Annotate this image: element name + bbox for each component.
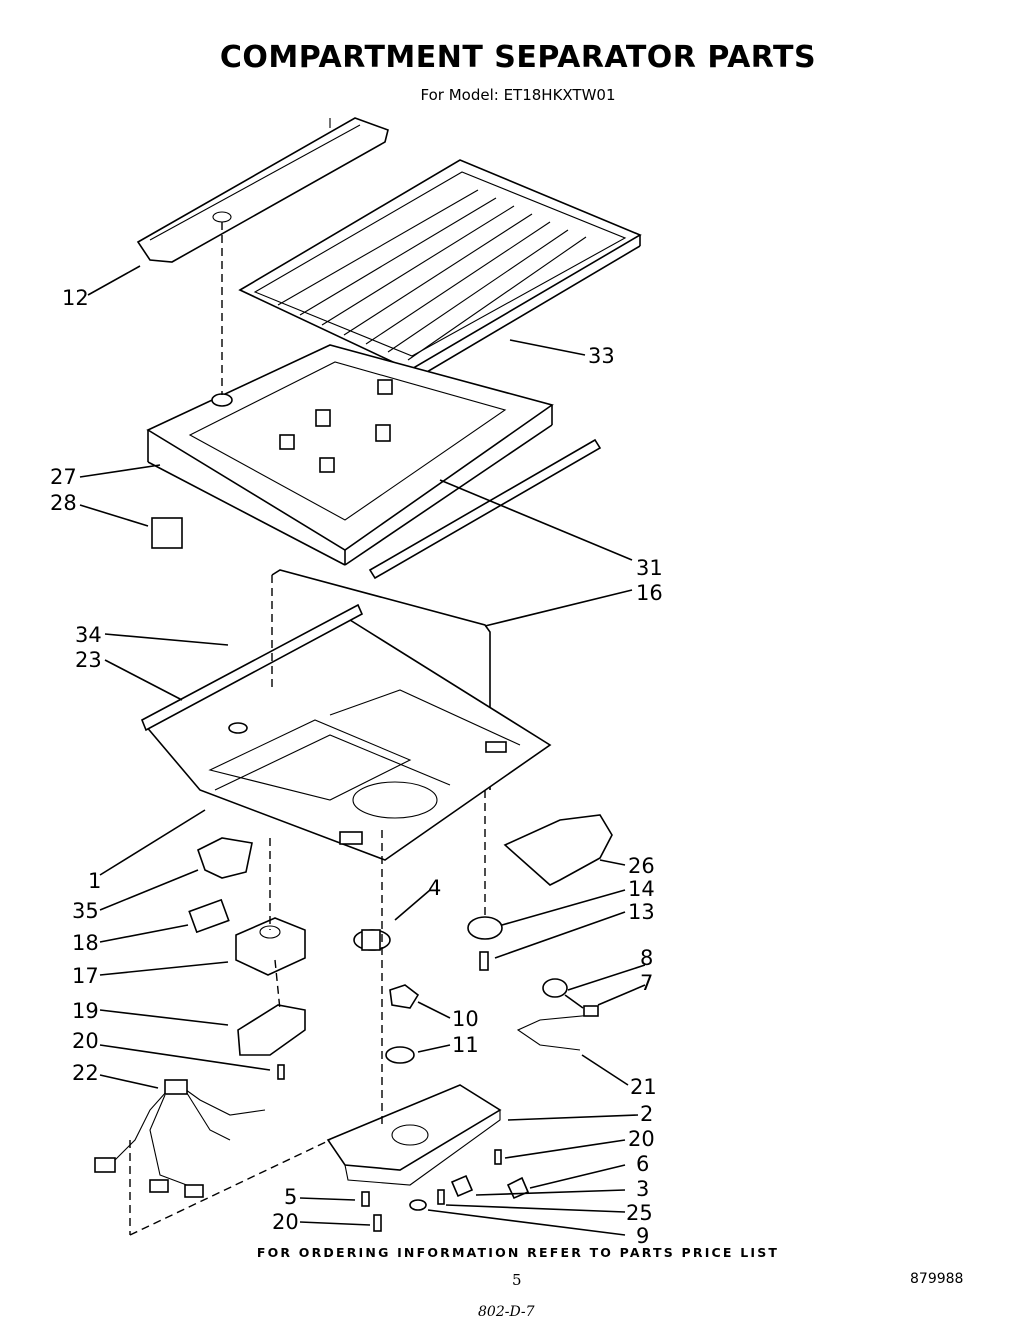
callout-16: 16 bbox=[636, 581, 663, 605]
callout-3: 3 bbox=[636, 1177, 649, 1201]
page-title: COMPARTMENT SEPARATOR PARTS bbox=[219, 40, 817, 75]
part-16-rod bbox=[271, 569, 491, 790]
callout-31: 31 bbox=[636, 556, 663, 580]
callout-5: 5 bbox=[284, 1185, 297, 1209]
callout-leaders bbox=[79, 265, 646, 1236]
part-20-screw-right bbox=[494, 1149, 502, 1165]
part-10-clip bbox=[389, 984, 420, 1009]
callout-35: 35 bbox=[72, 899, 99, 923]
callout-26: 26 bbox=[628, 854, 655, 878]
part-8-bulb bbox=[542, 978, 584, 1009]
callout-6: 6 bbox=[636, 1152, 649, 1176]
part-19-control bbox=[237, 1004, 306, 1056]
part-25-screw bbox=[437, 1189, 445, 1205]
callout-20b: 20 bbox=[628, 1127, 655, 1151]
part-27-frame bbox=[146, 344, 554, 566]
callout-13: 13 bbox=[628, 900, 655, 924]
callout-2: 2 bbox=[640, 1102, 653, 1126]
callout-17: 17 bbox=[72, 964, 99, 988]
part-4-knob bbox=[353, 929, 391, 951]
callout-28: 28 bbox=[50, 491, 77, 515]
part-7-socket bbox=[583, 1005, 599, 1017]
callout-7: 7 bbox=[640, 971, 653, 995]
part-12-bracket bbox=[136, 117, 389, 263]
part-2-lower-housing bbox=[326, 1084, 502, 1186]
callout-22: 22 bbox=[72, 1061, 99, 1085]
part-22-wiring-harness bbox=[94, 1079, 266, 1198]
part-20-screw-bottom bbox=[373, 1214, 382, 1232]
callout-33: 33 bbox=[588, 344, 615, 368]
part-20-screw-left bbox=[277, 1064, 285, 1080]
part-5-screw bbox=[361, 1191, 370, 1207]
part-1-separator bbox=[140, 603, 552, 861]
callout-20a: 20 bbox=[72, 1029, 99, 1053]
callout-11: 11 bbox=[452, 1033, 479, 1057]
part-3-switch bbox=[450, 1174, 474, 1198]
part-17-housing bbox=[235, 917, 306, 976]
callout-9: 9 bbox=[636, 1224, 649, 1248]
part-35-fitting bbox=[197, 837, 253, 879]
part-11-washer bbox=[385, 1046, 415, 1064]
handwritten-note: 802-D-7 bbox=[478, 1304, 535, 1320]
part-33-grille bbox=[238, 159, 642, 383]
callout-25: 25 bbox=[626, 1201, 653, 1225]
ordering-info-footer: FOR ORDERING INFORMATION REFER TO PARTS … bbox=[256, 1245, 780, 1260]
callout-34: 34 bbox=[75, 623, 102, 647]
callout-12: 12 bbox=[62, 286, 89, 310]
part-14-fitting bbox=[467, 916, 503, 940]
part-13-screw bbox=[479, 951, 489, 971]
callout-4: 4 bbox=[428, 876, 441, 900]
part-6-switch bbox=[506, 1176, 530, 1200]
part-26-duct bbox=[503, 814, 613, 886]
document-number: 879988 bbox=[910, 1271, 964, 1287]
callout-20c: 20 bbox=[272, 1210, 299, 1234]
callout-10: 10 bbox=[452, 1007, 479, 1031]
callout-labels: 12 33 27 28 31 16 34 23 1 26 35 4 14 13 … bbox=[50, 286, 663, 1248]
callout-27: 27 bbox=[50, 465, 77, 489]
model-subtitle: For Model: ET18HKXTW01 bbox=[420, 86, 616, 104]
callout-19: 19 bbox=[72, 999, 99, 1023]
callout-23: 23 bbox=[75, 648, 102, 672]
callout-8: 8 bbox=[640, 946, 653, 970]
part-28-block bbox=[151, 517, 183, 549]
callout-21: 21 bbox=[630, 1075, 657, 1099]
callout-1: 1 bbox=[88, 869, 101, 893]
part-31-strip bbox=[368, 438, 602, 580]
callout-14: 14 bbox=[628, 877, 655, 901]
page-number: 5 bbox=[512, 1271, 522, 1289]
assembly-dashed-lines bbox=[129, 222, 486, 1236]
part-9-cap bbox=[409, 1199, 427, 1211]
part-18-cover bbox=[188, 898, 230, 934]
callout-18: 18 bbox=[72, 931, 99, 955]
part-21-wire bbox=[516, 1014, 593, 1051]
